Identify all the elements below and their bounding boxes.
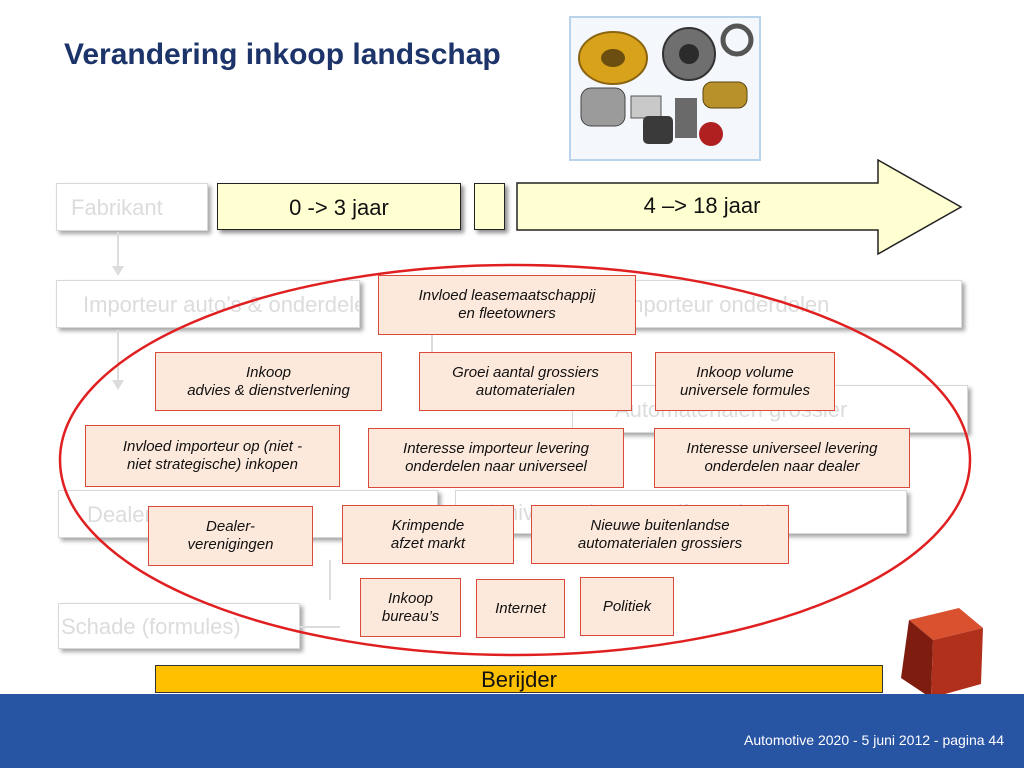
- parts-importer-box: Importeur onderdelen: [580, 280, 962, 328]
- influence-dealer-associations: Dealer-verenigingen: [148, 506, 313, 566]
- influence-politics: Politiek: [580, 577, 674, 636]
- driver-bar: Berijder: [155, 665, 883, 693]
- damage-box: Schade (formules): [58, 603, 300, 649]
- manufacturer-box: Fabrikant: [56, 183, 208, 231]
- footer-band: [0, 694, 1024, 768]
- flow-arrow-icon: [112, 266, 124, 276]
- page-title: Verandering inkoop landschap: [64, 38, 501, 71]
- influence-importer-purchasing: Invloed importeur op (niet -niet strateg…: [85, 425, 340, 487]
- importer-box: Importeur auto’s & onderdelen: [56, 280, 360, 328]
- arrow-right-icon: [516, 158, 963, 256]
- car-parts-photo: [569, 16, 761, 161]
- red-cube-icon: [901, 608, 983, 698]
- influence-ellipse: [58, 263, 972, 657]
- influence-internet: Internet: [476, 579, 565, 638]
- period-gap-box: [474, 183, 505, 230]
- footer-text: Automotive 2020 - 5 juni 2012 - pagina 4…: [744, 732, 1004, 748]
- period-short-box: 0 -> 3 jaar: [217, 183, 461, 230]
- flow-arrow-icon: [112, 380, 124, 390]
- period-long-label: 4 –> 18 jaar: [643, 193, 761, 218]
